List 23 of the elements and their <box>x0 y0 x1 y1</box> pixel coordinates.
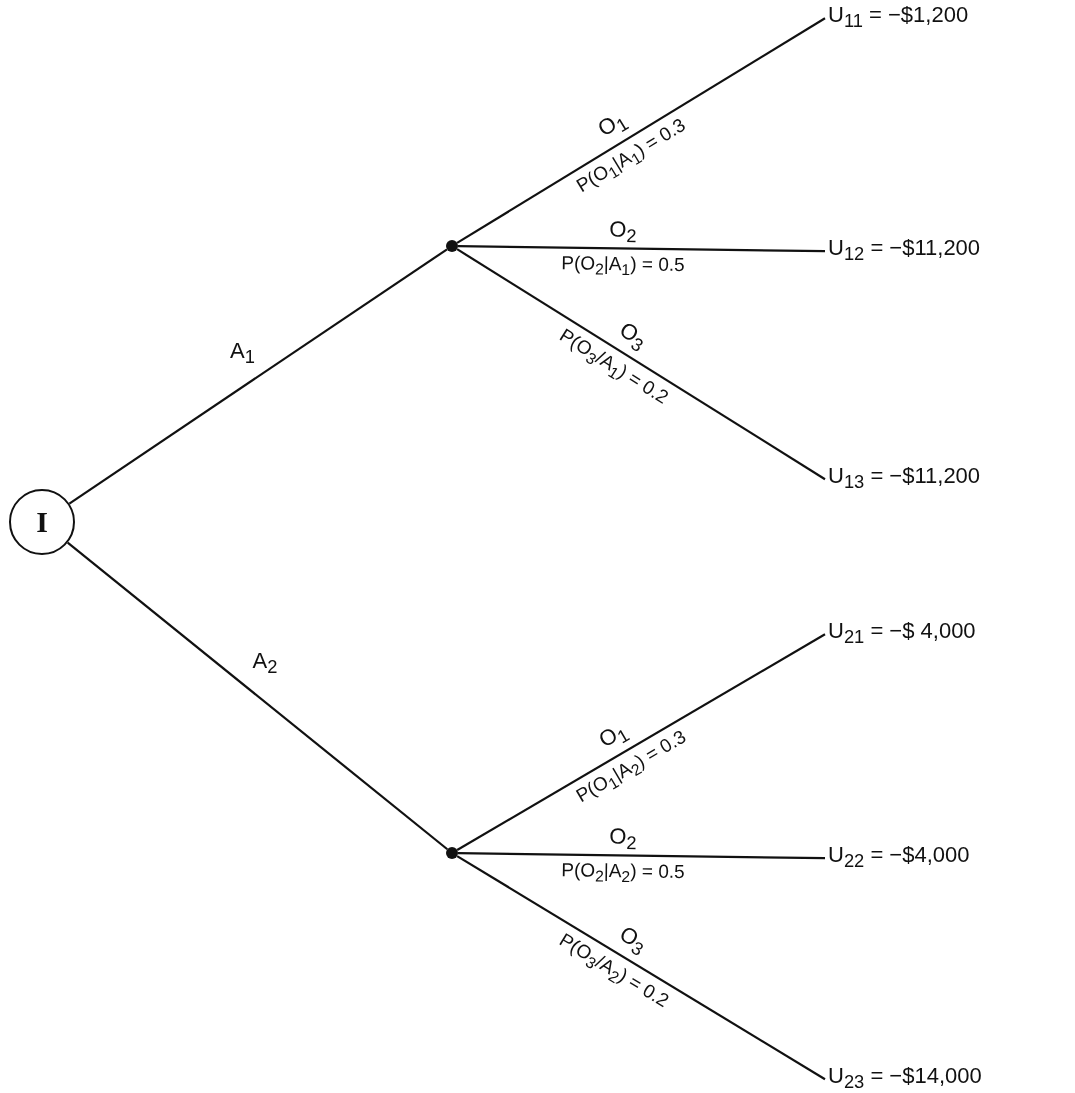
decision-node-circle: I <box>9 489 75 555</box>
outcome-value: U$_{23}$ = −$14,000 <box>828 1062 982 1093</box>
outcome-value: U$_{21}$ = −$ 4,000 <box>828 617 976 652</box>
chance-node-dot <box>446 240 458 252</box>
probability-label: P(O$_{2}$|A$_{2}$) = 0.5 <box>561 860 685 887</box>
outcome-value: U$_{11}$ = −$1,200 <box>828 1 969 36</box>
tree-branch-line <box>458 245 825 253</box>
tree-branch-line <box>456 855 826 1081</box>
probability-label: P(O$_{2}$|A$_{1}$) = 0.5 <box>561 253 685 280</box>
chance-node-dot <box>446 847 458 859</box>
tree-branch-line <box>456 17 826 244</box>
tree-branch-line <box>458 852 825 860</box>
outcome-value: U$_{13}$ = −$11,200 <box>828 462 981 497</box>
branch-label: A$_{1}$ <box>230 339 255 367</box>
branch-label: A$_{2}$ <box>252 650 278 677</box>
tree-branch-line <box>456 248 826 481</box>
tree-branch-line <box>456 633 826 851</box>
outcome-value: U$_{12}$ = −$11,200 <box>828 234 981 269</box>
tree-branch-line <box>68 248 448 505</box>
outcome-value: U$_{22}$ = −$4,000 <box>828 841 970 876</box>
branch-label: O$_{2}$ <box>609 825 638 853</box>
tree-branch-line <box>67 541 449 851</box>
branch-label: O$_{2}$ <box>609 218 638 246</box>
